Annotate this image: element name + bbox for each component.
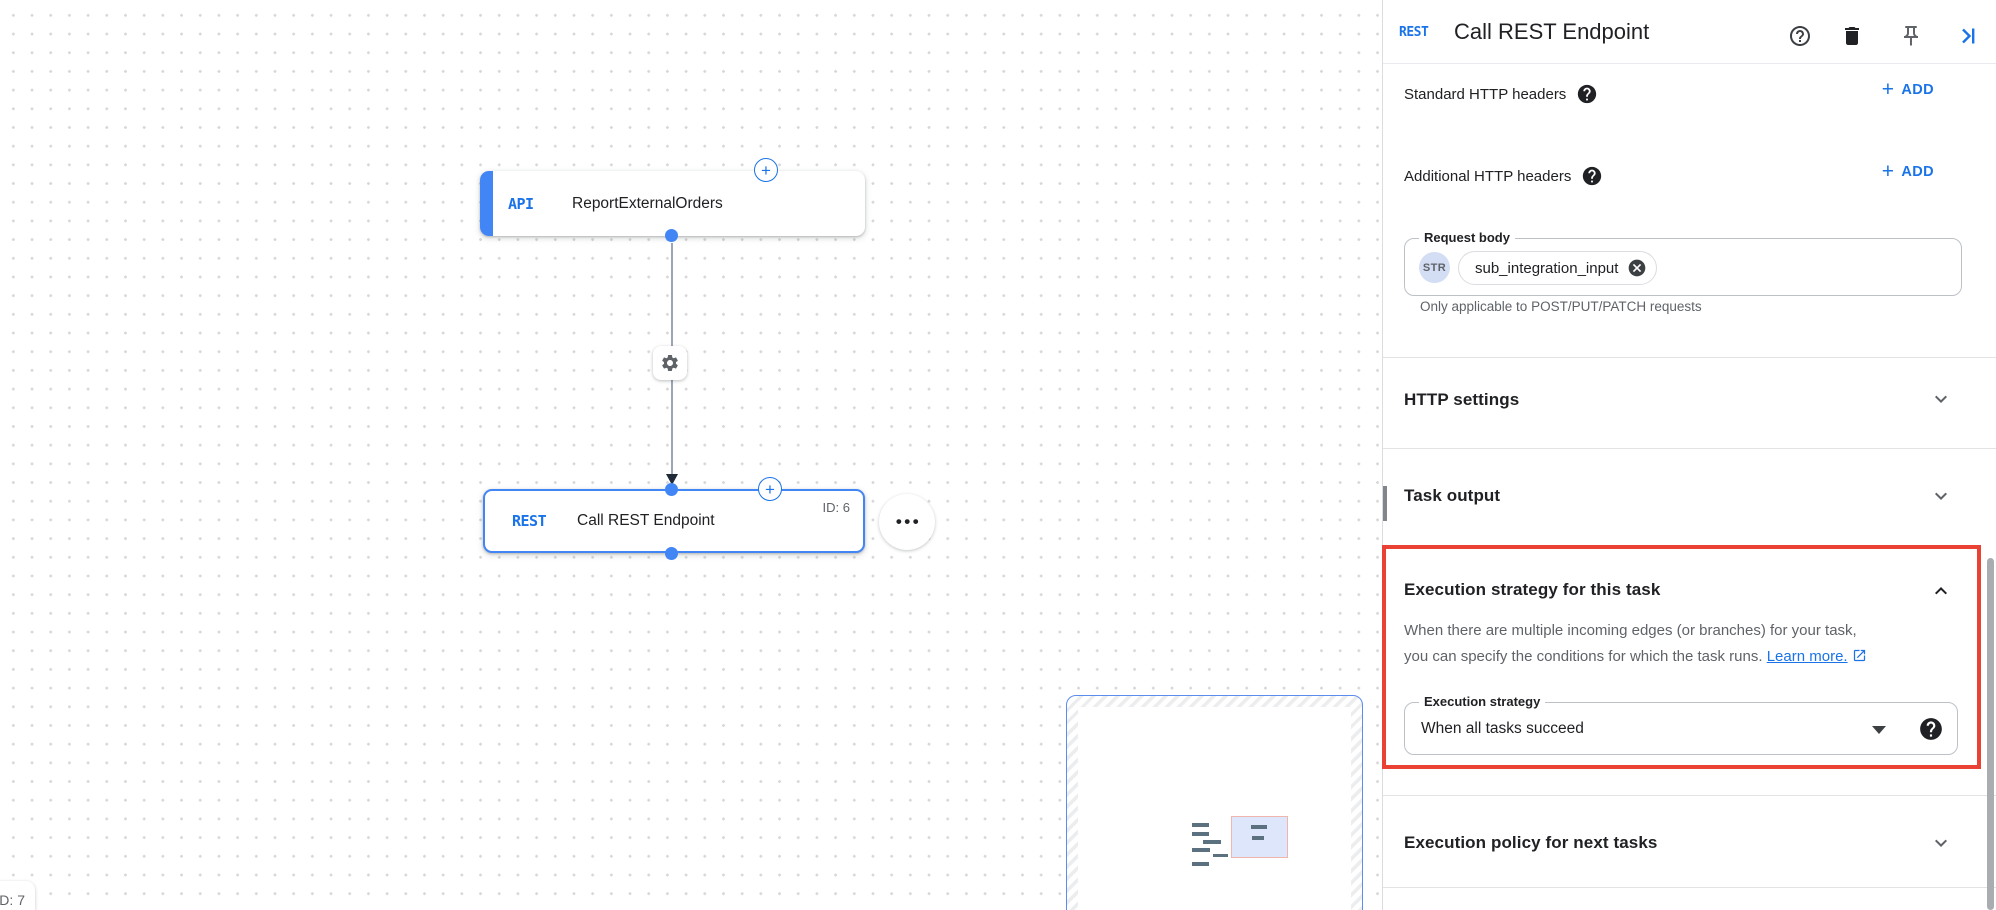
chevron-up-icon[interactable] — [1929, 579, 1953, 603]
node-id-badge: ID: 7 — [0, 892, 25, 908]
panel-scrollbar[interactable] — [1987, 558, 1994, 910]
node-label: Call REST Endpoint — [577, 512, 715, 529]
chevron-down-icon[interactable] — [1929, 831, 1953, 855]
add-additional-header-button[interactable]: + ADD — [1881, 160, 1934, 183]
section-execution-policy[interactable]: Execution policy for next tasks — [1404, 833, 1658, 852]
delete-icon[interactable] — [1840, 24, 1864, 48]
request-body-field[interactable]: Request body STR sub_integration_input — [1404, 230, 1962, 296]
minimap-viewport[interactable] — [1231, 816, 1288, 858]
section-http-settings[interactable]: HTTP settings — [1404, 390, 1520, 409]
ellipsis-icon: ••• — [895, 512, 922, 531]
add-task-icon[interactable]: + — [758, 477, 782, 501]
plus-icon: + — [1881, 160, 1895, 183]
help-filled-icon[interactable] — [1581, 165, 1603, 187]
dropdown-caret-icon[interactable] — [1872, 726, 1886, 734]
remove-value-icon[interactable] — [1627, 258, 1647, 278]
rest-task-icon: REST — [512, 512, 547, 530]
workflow-canvas[interactable]: API ReportExternalOrders + REST Call RES… — [0, 0, 1382, 910]
node-more-menu-button[interactable]: ••• — [879, 494, 935, 550]
execution-strategy-value: When all tasks succeed — [1421, 719, 1584, 737]
standard-http-headers-label: Standard HTTP headers — [1404, 83, 1598, 105]
execution-strategy-label: Execution strategy — [1419, 694, 1546, 709]
api-task-icon: API — [508, 194, 534, 213]
add-standard-header-button[interactable]: + ADD — [1881, 78, 1934, 101]
learn-more-link[interactable]: Learn more. — [1766, 648, 1848, 665]
node-accent-bar — [480, 171, 493, 236]
task-node-partial[interactable]: ID: 7 — [0, 881, 35, 910]
canvas-minimap[interactable] — [1066, 695, 1363, 910]
rest-task-icon: REST — [1399, 25, 1429, 40]
add-task-icon[interactable]: + — [754, 158, 778, 182]
panel-title: Call REST Endpoint — [1454, 19, 1650, 44]
help-filled-icon[interactable] — [1918, 716, 1944, 742]
panel-header: REST Call REST Endpoint — [1383, 0, 1996, 64]
request-body-helper: Only applicable to POST/PUT/PATCH reques… — [1420, 299, 1702, 314]
help-filled-icon[interactable] — [1576, 83, 1598, 105]
additional-http-headers-label: Additional HTTP headers — [1404, 165, 1603, 187]
section-task-output[interactable]: Task output — [1404, 486, 1501, 505]
chevron-down-icon[interactable] — [1929, 484, 1953, 508]
plus-icon: + — [1881, 78, 1895, 101]
node-label: ReportExternalOrders — [572, 194, 723, 212]
task-config-panel: REST Call REST Endpoint Standard HTTP he… — [1382, 0, 1996, 910]
gear-icon — [662, 355, 678, 371]
external-link-icon[interactable] — [1852, 648, 1867, 663]
edge-settings-button[interactable] — [653, 346, 687, 380]
execution-strategy-description: When there are multiple incoming edges (… — [1404, 618, 1964, 670]
task-node-report-external-orders[interactable]: API ReportExternalOrders — [480, 171, 865, 236]
section-execution-strategy[interactable]: Execution strategy for this task — [1404, 580, 1661, 599]
panel-scroll-indicator — [1383, 486, 1387, 521]
minimap-area — [1078, 707, 1351, 910]
help-icon[interactable] — [1788, 24, 1812, 48]
pin-icon[interactable] — [1899, 24, 1923, 48]
connection-dot[interactable] — [665, 483, 678, 496]
collapse-panel-icon[interactable] — [1955, 24, 1979, 48]
request-body-label: Request body — [1419, 230, 1515, 245]
chevron-down-icon[interactable] — [1929, 387, 1953, 411]
request-body-value-chip[interactable]: sub_integration_input — [1458, 251, 1658, 285]
connection-dot[interactable] — [665, 229, 678, 242]
execution-strategy-select[interactable]: Execution strategy When all tasks succee… — [1404, 694, 1958, 755]
task-node-call-rest-endpoint[interactable]: REST Call REST Endpoint ID: 6 — [483, 489, 865, 553]
connection-dot[interactable] — [665, 547, 678, 560]
string-type-chip: STR — [1419, 252, 1450, 283]
node-id-badge: ID: 6 — [822, 500, 850, 515]
